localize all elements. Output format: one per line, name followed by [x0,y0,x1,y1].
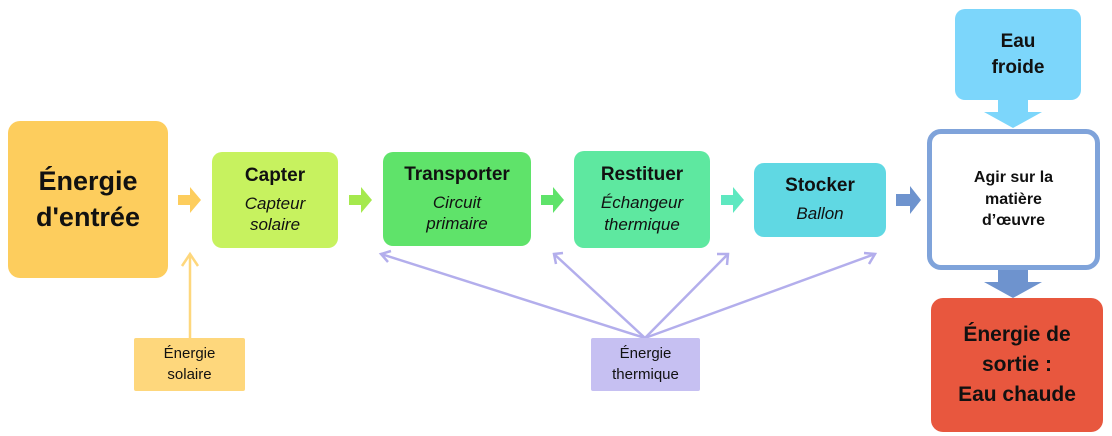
thermal-energy-label: Énergie thermique [591,338,700,391]
step-capter-title: Capter [244,164,306,186]
step-capter-box: Capter Capteur solaire [212,152,338,248]
step-transporter-sub1: Circuit [432,192,482,212]
action-line2: matière [985,190,1042,208]
flow-arrow-stocker-action [896,186,921,214]
step-transporter-sub2: primaire [426,214,488,233]
step-capter-sub1: Capteur [244,193,306,213]
step-stocker-title: Stocker [785,175,855,197]
action-line1: Agir sur la [973,169,1054,187]
cold-water-box: Eau froide [955,9,1081,100]
thermal-arrow-action-head [863,251,878,265]
step-transporter-title: Transporter [404,163,510,185]
step-capter-sub2: solaire [249,215,301,234]
solar-energy-line2: solaire [167,365,212,383]
cold-water-line1: Eau [1000,30,1036,52]
flow-arrow-transporter-restituer [541,187,564,213]
flow-arrow-input-capter [178,187,201,213]
thermal-arrow-restituer-head [552,251,564,265]
step-stocker-box: Stocker Ballon [754,163,886,237]
thermal-arrow-action-line [644,252,876,340]
step-restituer-box: Restituer Échangeur thermique [574,151,710,248]
output-line2: sortie : [981,353,1052,377]
output-line3: Eau chaude [958,382,1076,406]
flow-arrow-restituer-stocker [721,187,744,213]
thermal-arrow-stocker-line [644,253,729,339]
action-line3: d’œuvre [981,212,1046,230]
action-box: Agir sur la matière d’œuvre [927,129,1100,270]
flow-arrow-capter-transporter [349,187,372,213]
thermal-arrow-stocker-head [717,252,730,266]
flow-arrow-action-output [984,270,1042,298]
thermal-arrow-transporter-line [380,252,646,340]
cold-water-line2: froide [991,56,1045,78]
input-energy-box: Énergie d'entrée [8,121,168,278]
thermal-arrow-restituer-line [553,253,646,339]
output-energy-box: Énergie de sortie : Eau chaude [931,298,1103,432]
step-restituer-sub1: Échangeur [600,193,684,213]
thermal-arrow-transporter-head [378,249,392,263]
solar-energy-label: Énergie solaire [134,338,245,391]
step-transporter-box: Transporter Circuit primaire [383,152,531,246]
output-line1: Énergie de [963,323,1071,347]
solar-energy-line1: Énergie [163,345,216,363]
step-stocker-sub1: Ballon [796,204,844,224]
step-restituer-sub2: thermique [604,214,680,234]
input-energy-line2: d'entrée [36,201,140,232]
step-restituer-title: Restituer [600,164,684,186]
input-energy-line1: Énergie [38,166,138,197]
thermal-energy-line1: Énergie [619,345,672,363]
thermal-energy-line2: thermique [612,365,679,383]
solar-arrow-head [180,251,200,267]
flow-arrow-coldwater-action [984,100,1042,128]
